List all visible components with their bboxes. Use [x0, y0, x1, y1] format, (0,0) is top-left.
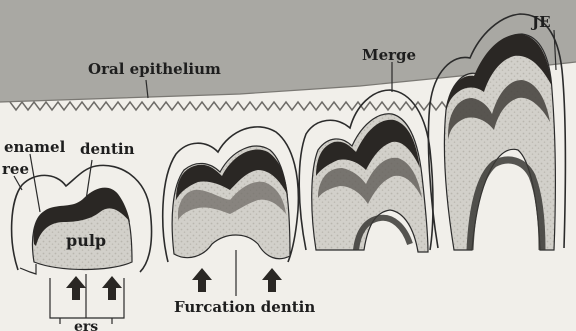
label-oral-epithelium: Oral epithelium: [88, 60, 221, 78]
label-dentin: dentin: [80, 140, 135, 158]
label-merge: Merge: [362, 46, 416, 64]
label-enamel: enamel: [4, 138, 66, 156]
label-ers: ers: [74, 319, 98, 331]
label-je: JE: [530, 13, 551, 31]
label-free: ree: [2, 160, 29, 178]
label-pulp: pulp: [66, 231, 106, 250]
label-furcation-dentin: Furcation dentin: [174, 298, 315, 316]
